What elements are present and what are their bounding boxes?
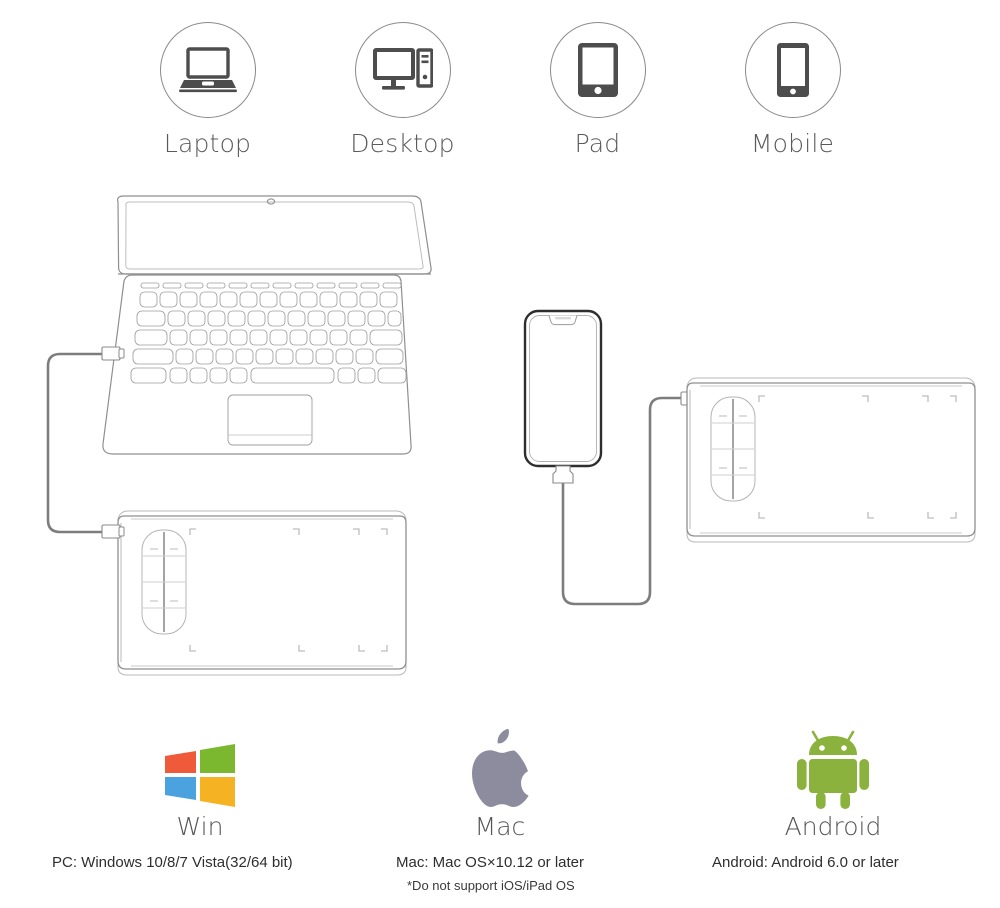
apple-logo-wrap [466,725,534,810]
device-label-pad: Pad [574,129,621,158]
smartphone-icon-circle [744,22,841,118]
os-name-android: Android [784,812,882,841]
laptop-icon-circle [159,22,256,118]
device-item-pad: Pad [500,22,695,156]
smartphone-icon [776,43,809,97]
os-requirements-captions: PC: Windows 10/8/7 Vista(32/64 bit) Mac:… [0,852,1000,908]
drawing-tablet-right [686,377,976,543]
device-label-laptop: Laptop [163,129,252,158]
device-item-mobile: Mobile [695,22,890,156]
caption-mac: Mac: Mac OS×10.12 or later [396,854,584,871]
os-item-mac: Mac [380,725,620,839]
illustration-svg [46,195,976,676]
supported-device-row: Laptop Desktop Pad [0,22,1000,182]
device-label-mobile: Mobile [750,129,835,158]
device-label-desktop: Desktop [350,129,455,158]
os-support-row: Win Mac [0,725,1000,850]
apple-logo [472,728,529,807]
desktop-icon [372,48,433,90]
tablet-icon [577,43,618,97]
caption-ios-note: *Do not support iOS/iPad OS [407,878,575,893]
laptop-icon [178,47,237,93]
caption-windows: PC: Windows 10/8/7 Vista(32/64 bit) [52,854,293,871]
os-name-windows: Win [176,812,224,841]
os-item-android: Android [713,725,953,839]
desktop-icon-circle [354,22,451,118]
android-logo [797,730,869,809]
os-item-windows: Win [80,725,320,839]
windows-logo-wrap [163,725,237,810]
smartphone-illustration [523,309,603,468]
usb-cable-left [46,346,125,539]
connection-illustration [0,182,1000,712]
os-name-mac: Mac [474,812,526,841]
device-item-laptop: Laptop [110,22,305,156]
caption-android: Android: Android 6.0 or later [712,854,899,871]
device-item-desktop: Desktop [305,22,500,156]
tablet-icon-circle [549,22,646,118]
windows-logo [165,744,235,807]
android-logo-wrap [797,725,869,810]
laptop-illustration [102,195,432,455]
drawing-tablet-left [117,510,407,676]
